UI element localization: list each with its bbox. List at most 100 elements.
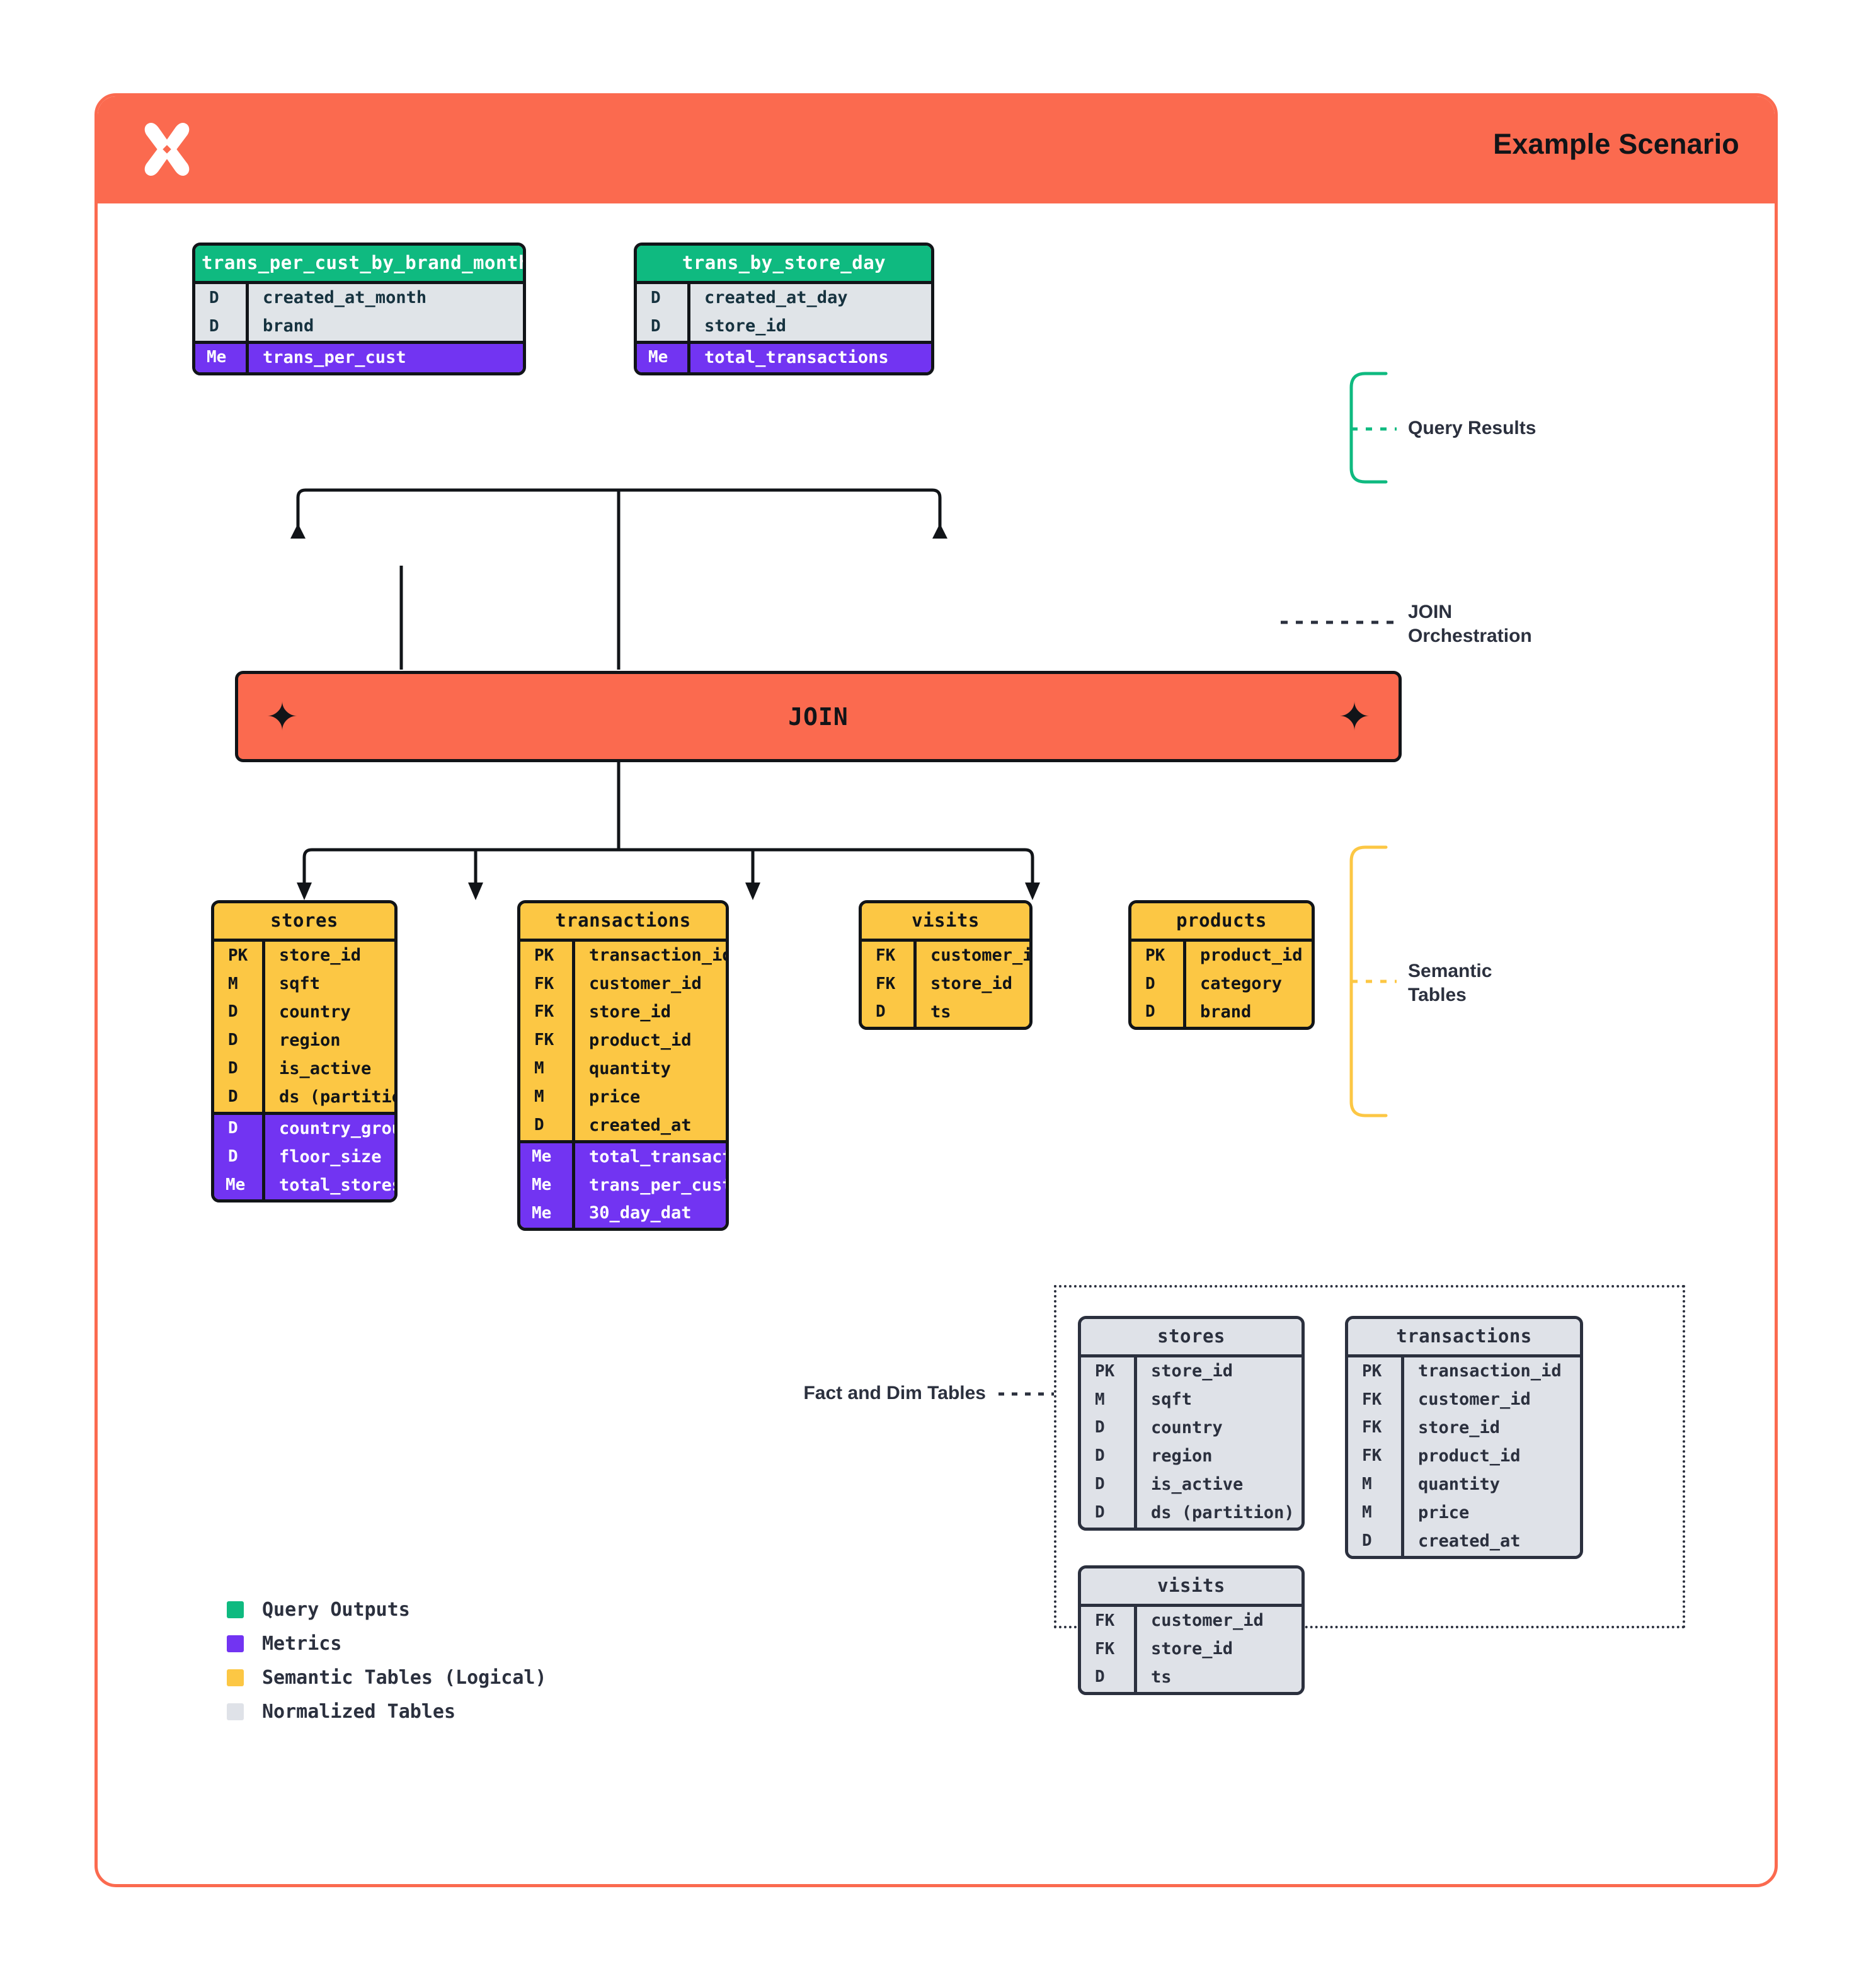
legend-label: Normalized Tables: [262, 1700, 456, 1723]
query-result-table-trans-per-cust-by-brand-month[interactable]: trans_per_cust_by_brand_month D created_…: [192, 243, 526, 375]
row-field: brand: [1183, 998, 1312, 1027]
legend-item-normalized-tables: Normalized Tables: [227, 1694, 547, 1728]
annotation-join-orchestration-line1: JOIN: [1408, 602, 1453, 622]
row-field: sqft: [1134, 1385, 1302, 1414]
row-key: Me: [648, 348, 668, 367]
table-title: products: [1131, 903, 1312, 939]
legend-item-semantic-tables: Semantic Tables (Logical): [227, 1660, 547, 1694]
row-key: D: [1095, 1667, 1105, 1687]
legend-label: Metrics: [262, 1632, 342, 1655]
row-key: D: [228, 1059, 238, 1078]
row-key: Me: [532, 1175, 552, 1195]
row-key: FK: [1095, 1639, 1115, 1659]
row-field: created_at: [1401, 1527, 1580, 1556]
metric-rows: Me trans_per_cust: [195, 340, 523, 372]
row-field: store_id: [687, 312, 931, 341]
row-field: product_id: [1183, 942, 1312, 970]
row-key: M: [534, 1059, 544, 1078]
annotation-semantic-tables: Semantic Tables: [1408, 959, 1492, 1007]
row-key: D: [228, 1031, 238, 1050]
table-title: visits: [862, 903, 1029, 939]
table-row: D store_id: [637, 312, 931, 341]
table-row: D created_at_day: [637, 284, 931, 312]
row-field: trans_per_cust: [246, 343, 523, 372]
annotation-fact-and-dim-tables: Fact and Dim Tables: [803, 1383, 986, 1403]
row-key: D: [1095, 1418, 1105, 1437]
table-row: D brand: [195, 312, 523, 341]
annotation-semantic-tables-line2: Tables: [1408, 984, 1467, 1005]
table-row: D created_at_month: [195, 284, 523, 312]
join-label: JOIN: [788, 702, 849, 731]
row-key: M: [1362, 1503, 1372, 1522]
row-field: floor_size: [262, 1143, 394, 1172]
row-field: customer_id: [1401, 1385, 1580, 1414]
row-key: D: [1095, 1446, 1105, 1466]
row-key: PK: [1362, 1361, 1382, 1381]
row-key: FK: [1095, 1611, 1115, 1630]
query-result-table-trans-by-store-day[interactable]: trans_by_store_day D created_at_day D st…: [634, 243, 934, 375]
table-title: transactions: [520, 903, 726, 939]
legend-label: Semantic Tables (Logical): [262, 1666, 547, 1689]
row-field: 30_day_dat: [572, 1199, 726, 1228]
scenario-card: Example Scenario: [94, 93, 1778, 1887]
row-field: quantity: [1401, 1470, 1580, 1499]
table-title: transactions: [1348, 1319, 1580, 1354]
row-field: total_transactions: [572, 1143, 726, 1172]
row-field: store_id: [913, 969, 1029, 998]
row-key: FK: [1362, 1418, 1382, 1437]
table-title: stores: [214, 903, 394, 939]
legend-swatch-semantic-tables: [227, 1669, 244, 1686]
row-key: D: [228, 1087, 238, 1107]
row-field: country: [1134, 1414, 1302, 1442]
row-field: created_at_day: [687, 284, 931, 312]
row-key: PK: [534, 945, 554, 965]
row-field: created_at: [572, 1111, 726, 1140]
row-key: PK: [1095, 1361, 1115, 1381]
row-key: D: [1362, 1531, 1372, 1551]
row-field: customer_id: [572, 969, 726, 998]
row-field: transaction_id: [572, 942, 726, 970]
join-orchestration-bar[interactable]: ✦ JOIN ✦: [235, 671, 1402, 762]
row-key: FK: [534, 1031, 554, 1050]
row-field: region: [262, 1026, 394, 1055]
row-field: total_stores: [262, 1171, 394, 1200]
legend-swatch-normalized-tables: [227, 1703, 244, 1720]
